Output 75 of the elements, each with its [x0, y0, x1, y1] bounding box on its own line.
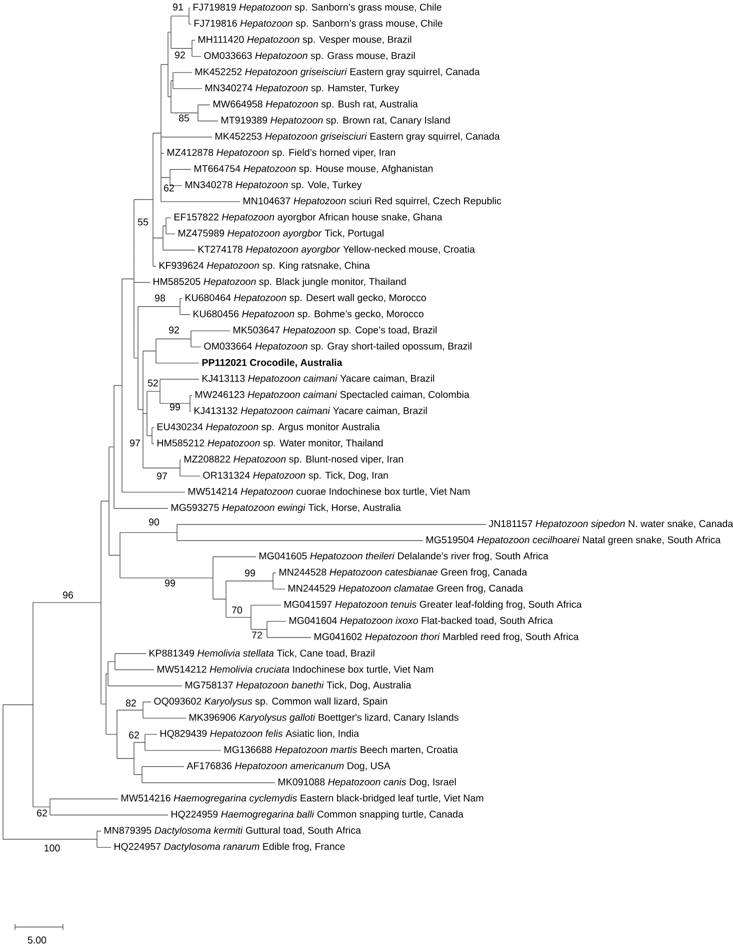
taxon-label: MN104637 Hepatozoon sciuri Red squirrel, Czech Republic: [244, 197, 502, 206]
taxon-label: MK452252 Hepatozoon griseisciuri Eastern gray squirrel, Canada: [196, 68, 480, 78]
taxon-label: HM585212 Hepatozoon sp. Water monitor, Thailand: [158, 439, 383, 448]
scale-label: 5.00: [28, 936, 46, 944]
taxon-label: MW514216 Haemogregarina cyclemydis Eastern black-bridged leaf turtle, Viet Nam: [122, 794, 484, 804]
taxon-label: MH111420 Hepatozoon sp. Vesper mouse, Brazil: [198, 36, 412, 45]
taxon-label: EU430234 Hepatozoon sp. Argus monitor Australia: [158, 423, 380, 432]
taxon-label: AF176836 Hepatozoon americanum Dog, USA: [186, 762, 390, 772]
taxon-label: MT919389 Hepatozoon sp. Brown rat, Canary Island: [222, 116, 450, 126]
taxon-label: MW514212 Hemolivia cruciata Indochinese box turtle, Viet Nam: [158, 666, 434, 674]
taxon-label: OQ093602 Karyolysus sp. Common wall lizard, Spain: [154, 697, 388, 707]
taxon-label: MK396906 Karyolysus galloti Boettger's lizard, Canary Islands: [190, 714, 458, 723]
bootstrap-value: 62: [37, 810, 47, 816]
taxon-label: MG519504 Hepatozoon cecilhoarei Natal green snake, South Africa: [426, 536, 721, 546]
bootstrap-value: 97: [130, 440, 140, 446]
taxon-label: FJ719819 Hepatozoon sp. Sanborn’s grass mouse, Chile: [194, 3, 442, 13]
taxon-label: MG041605 Hepatozoon theileri Delalande's river frog, South Africa: [260, 552, 548, 562]
taxon-label: MT664754 Hepatozoon sp. House mouse, Afghanistan: [194, 164, 433, 174]
bootstrap-value: 70: [232, 606, 242, 614]
taxon-label: KJ413132 Hepatozoon caimani Yacare caiman, Brazil: [194, 406, 427, 416]
taxon-label: KF939624 Hepatozoon sp. King ratsnake, China: [160, 262, 370, 271]
taxon-label: MZ208822 Hepatozoon sp. Blunt-nosed viper, Iran: [184, 455, 403, 464]
bootstrap-value: 90: [149, 518, 160, 526]
taxon-label: OR131324 Hepatozoon sp. Tick, Dog, Iran: [203, 472, 388, 481]
taxon-label: MN879395 Dactylosoma kermiti Guttural toad, South Africa: [104, 826, 361, 836]
bootstrap-value: 82: [126, 700, 136, 706]
taxon-label: MG593275 Hepatozoon ewingi Tick, Horse, Australia: [172, 504, 401, 513]
bootstrap-value: 52: [148, 380, 158, 386]
taxon-label: HQ224957 Dactylosoma ranarum Edible frog, France: [114, 842, 345, 852]
taxon-label: HM585205 Hepatozoon sp. Black jungle monitor, Thailand: [154, 278, 406, 287]
taxon-label: MZ475989 Hepatozoon ayorgbor Tick, Portugal: [178, 229, 384, 239]
bootstrap-value: 92: [175, 52, 185, 58]
taxon-label: JN181157 Hepatozoon sipedon N. water snake, Canada: [488, 520, 733, 530]
bootstrap-value: 55: [138, 218, 148, 226]
taxon-label: MW664958 Hepatozoon sp. Bush rat, Australia: [214, 100, 418, 110]
taxon-label: MW246123 Hepatozoon caimani Spectacled caiman, Colombia: [196, 390, 470, 400]
bootstrap-value: 62: [164, 184, 174, 192]
taxon-label: PP112021 Crocodile, Australia: [202, 358, 342, 368]
taxon-label: HQ224959 Haemogregarina balli Common snapping turtle, Canada: [172, 810, 464, 820]
taxon-label: KU680464 Hepatozoon sp. Desert wall gecko, Morocco: [186, 294, 426, 304]
taxon-label: KT274178 Hepatozoon ayorgbor Yellow-necked mouse, Croatia: [198, 246, 475, 255]
taxon-label: MK503647 Hepatozoon sp. Cope’s toad, Brazil: [234, 326, 437, 336]
bootstrap-value: 97: [157, 472, 167, 480]
taxon-label: MN340274 Hepatozoon sp. Hamster, Turkey: [206, 84, 400, 94]
taxon-label: MN244528 Hepatozoon catesbianae Green frog, Canada: [280, 568, 528, 578]
taxon-label: MG758137 Hepatozoon banethi Tick, Dog, Australia: [186, 681, 412, 690]
bootstrap-value: 91: [173, 4, 183, 10]
bootstrap-value: 98: [155, 294, 166, 302]
taxon-label: MW514214 Hepatozoon cuorae Indochinese box turtle, Viet Nam: [188, 488, 470, 497]
bootstrap-value: 62: [129, 732, 139, 738]
taxon-label: OM033663 Hepatozoon sp. Grass mouse, Brazil: [204, 52, 415, 61]
taxon-label: HQ829439 Hepatozoon felis Asiatic lion, India: [160, 730, 360, 739]
bootstrap-value: 72: [252, 632, 262, 638]
bootstrap-value: 100: [44, 844, 60, 852]
bootstrap-value: 99: [245, 570, 255, 576]
taxon-label: FJ719816 Hepatozoon sp. Sanborn’s grass mouse, Chile: [194, 20, 442, 29]
taxon-label: MG136688 Hepatozoon martis Beech marten, Croatia: [224, 746, 458, 756]
taxon-label: KP881349 Hemolivia stellata Tick, Cane toad, Brazil: [150, 649, 374, 658]
bootstrap-value: 99: [165, 580, 175, 586]
bootstrap-value: 99: [170, 404, 180, 410]
taxon-label: MK452253 Hepatozoon griseisciuri Eastern gray squirrel, Canada: [216, 132, 500, 142]
taxon-label: MK091088 Hepatozoon canis Dog, Israel: [278, 778, 456, 788]
taxon-label: MG041597 Hepatozoon tenuis Greater leaf-folding frog, South Africa: [284, 600, 582, 610]
taxon-label: KJ413113 Hepatozoon caimani Yacare caiman, Brazil: [202, 374, 434, 384]
taxon-label: MN340278 Hepatozoon sp. Vole, Turkey: [186, 180, 362, 190]
bootstrap-value: 92: [169, 326, 179, 334]
taxon-label: MN244529 Hepatozoon clamatae Green frog, Canada: [288, 584, 524, 594]
taxon-label: MG041604 Hepatozoon ixoxo Flat-backed toad, South Africa: [290, 616, 553, 626]
taxon-label: MZ412878 Hepatozoon sp. Field’s horned viper, Iran: [168, 148, 396, 158]
bootstrap-value: 96: [63, 592, 74, 598]
taxon-label: KU680456 Hepatozoon sp. Bohme’s gecko, Morocco: [194, 310, 424, 320]
taxon-label: MG041602 Hepatozoon thori Marbled reed frog, South Africa: [314, 632, 579, 642]
taxon-label: EF157822 Hepatozoon ayorgbor African house snake, Ghana: [174, 213, 442, 222]
taxon-label: OM033664 Hepatozoon sp. Gray short-tailed opossum, Brazil: [204, 342, 472, 352]
bootstrap-value: 85: [178, 114, 190, 122]
